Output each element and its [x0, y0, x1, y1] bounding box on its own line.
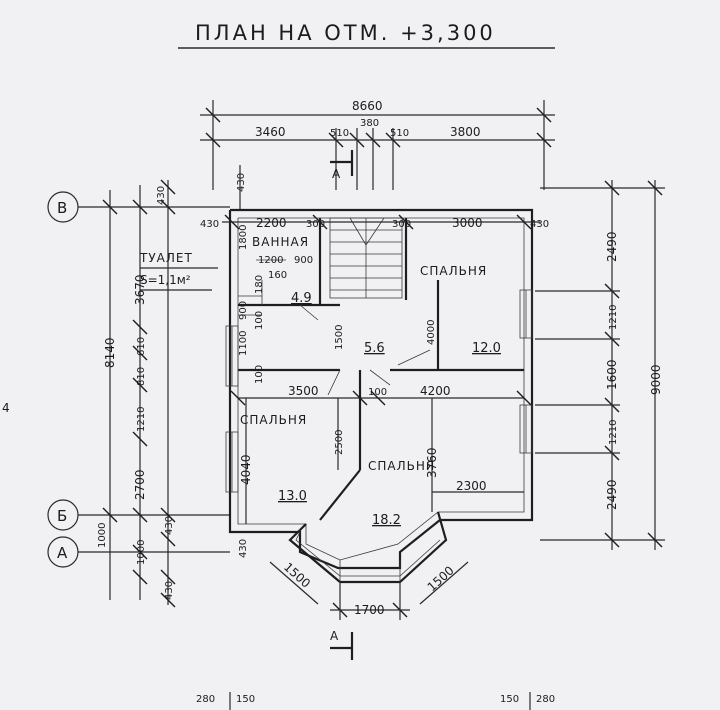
dim-9000: 9000 [649, 364, 663, 395]
dim-380: 380 [360, 118, 379, 129]
dim-8660: 8660 [352, 99, 383, 113]
dim-8140: 8140 [103, 337, 117, 368]
dim-430-left-in: 430 [200, 219, 219, 230]
dim-4040: 4040 [239, 454, 253, 485]
dim-300-b: 300 [392, 219, 411, 230]
dim-180: 180 [254, 275, 265, 294]
dim-900-v: 900 [238, 301, 249, 320]
plan-title: ПЛАН НА ОТМ. +3,300 [195, 21, 496, 45]
room-bedroom-w-name: СПАЛЬНЯ [240, 413, 307, 427]
bottom-section-mark: А [330, 629, 354, 660]
dim-3500: 3500 [288, 384, 319, 398]
dim-1700: 1700 [354, 603, 385, 617]
dim-1210-a: 1210 [608, 305, 619, 330]
room-bedroom-w-area: 13.0 [278, 489, 307, 504]
dim-510-b: 510 [390, 128, 409, 139]
dim-610: 610 [136, 337, 147, 356]
room-hall-area: 5.6 [364, 341, 385, 356]
axis-label-a: А [57, 544, 68, 562]
dim-510-a: 510 [330, 128, 349, 139]
dim-3800: 3800 [450, 125, 481, 139]
axis-label-v: В [57, 199, 67, 217]
dim-2300: 2300 [456, 479, 487, 493]
dim-2500: 2500 [334, 430, 345, 455]
dim-4000: 4000 [426, 320, 437, 345]
room-toilet-name: ТУАЛЕТ [139, 251, 193, 265]
footer-280-left: 280 [196, 694, 215, 705]
dim-430-inner: 430 [238, 539, 249, 558]
right-dimensions: 9000 2490 1210 1600 1210 2490 [535, 180, 665, 550]
dim-1100: 1100 [238, 331, 249, 356]
dim-3460: 3460 [255, 125, 286, 139]
dim-160: 160 [268, 270, 287, 281]
dim-2700: 2700 [133, 469, 147, 500]
dim-1000-b: 1000 [136, 540, 147, 565]
dim-100-a: 100 [254, 311, 265, 330]
dim-1800: 1800 [238, 225, 249, 250]
dim-1200: 1200 [258, 255, 283, 266]
dim-4200: 4200 [420, 384, 451, 398]
dim-1210: 1210 [136, 407, 147, 432]
room-bedroom-ne-name: СПАЛЬНЯ [420, 264, 487, 278]
building-walls [225, 208, 534, 584]
section-mark-bottom: А [330, 629, 339, 643]
page-marker: 4 [2, 401, 10, 415]
dim-2200: 2200 [256, 216, 287, 230]
dim-1210-b: 1210 [608, 420, 619, 445]
room-toilet-area: S=1,1м² [140, 273, 191, 287]
room-bedroom-s-name: СПАЛЬНЯ [368, 459, 435, 473]
room-labels: ВАННАЯ ТУАЛЕТ S=1,1м² 4.9 5.6 СПАЛЬНЯ 12… [139, 235, 501, 528]
dim-1500: 1500 [334, 325, 345, 350]
dim-3000: 3000 [452, 216, 483, 230]
dim-810: 810 [136, 367, 147, 386]
dim-430-b: 430 [164, 516, 175, 535]
room-bath-area: 4.9 [291, 291, 312, 306]
dim-430-top: 430 [156, 186, 167, 205]
left-dimensions: В Б А 8140 3670 610 810 1210 2700 1000 1… [47, 165, 247, 608]
inner-dimensions: 430 2200 300 300 3000 430 1800 1200 900 … [200, 214, 549, 620]
footer-150-left: 150 [236, 694, 255, 705]
axis-label-b: Б [57, 507, 67, 525]
room-bath-name: ВАННАЯ [252, 235, 309, 249]
dim-430-vertical: 430 [236, 173, 247, 192]
dim-900: 900 [294, 255, 313, 266]
dim-1600: 1600 [605, 359, 619, 390]
footer-150-right: 150 [500, 694, 519, 705]
dim-100: 100 [368, 387, 387, 398]
top-dimensions: 8660 3460 510 380 510 3800 А [200, 99, 555, 190]
room-bedroom-ne-area: 12.0 [472, 341, 501, 356]
dim-300-a: 300 [306, 219, 325, 230]
dim-3760: 3760 [425, 447, 439, 478]
dim-2490-a: 2490 [605, 231, 619, 262]
dim-430-c: 430 [164, 581, 175, 600]
dim-1000-a: 1000 [97, 523, 108, 548]
dim-430-right-in: 430 [530, 219, 549, 230]
dim-2490-b: 2490 [605, 479, 619, 510]
footer-dimensions: 280 150 150 280 [196, 692, 555, 710]
dim-100-b: 100 [254, 365, 265, 384]
room-bedroom-s-area: 18.2 [372, 513, 401, 528]
section-mark-top: А [332, 167, 341, 181]
footer-280-right: 280 [536, 694, 555, 705]
